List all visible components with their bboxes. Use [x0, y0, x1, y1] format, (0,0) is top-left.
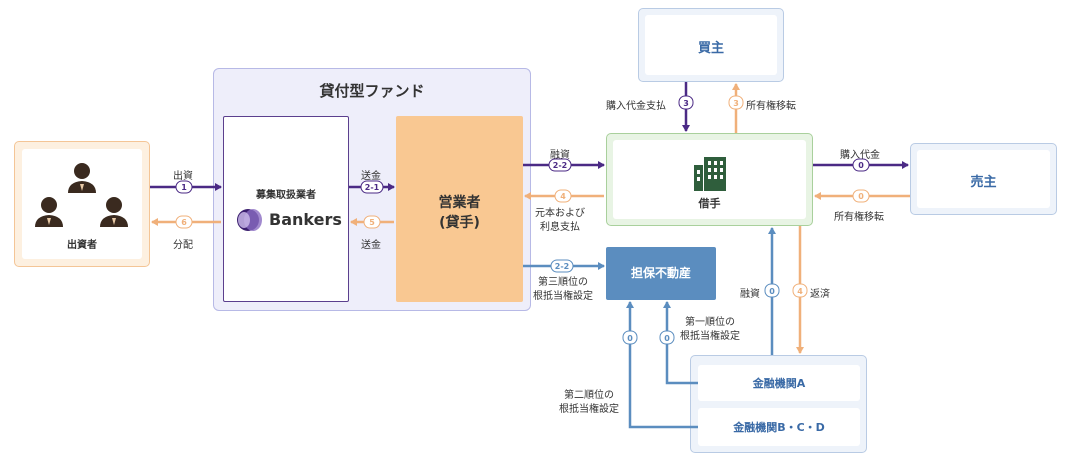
fund-title: 貸付型ファンド: [319, 82, 425, 100]
label-second-mortgage-line2: 根抵当権設定: [559, 404, 619, 415]
building-icon: [694, 157, 726, 191]
step-loan: 2-2: [553, 161, 567, 170]
step-distribute: 6: [181, 218, 187, 227]
operator-role: (貸手): [439, 215, 480, 231]
step-third-mortgage: 2-2: [555, 262, 569, 271]
bank-bcd-inner: [698, 408, 860, 446]
step-ownership-buyer: 3: [733, 99, 739, 108]
label-second-mortgage-line1: 第二順位の: [564, 390, 614, 401]
bank-a-label: 金融機関A: [752, 377, 806, 390]
step-bank-loan: 0: [769, 287, 775, 296]
borrower-label: 借手: [698, 197, 721, 210]
label-bank-loan: 融資: [740, 289, 760, 300]
operator-box: [396, 116, 523, 302]
label-third-mortgage-line1: 第三順位の: [538, 277, 588, 288]
label-repay-principal-line2: 利息支払: [540, 222, 580, 233]
label-send-money: 送金: [361, 171, 381, 182]
label-first-mortgage: 第一順位の 根抵当権設定: [675, 316, 745, 344]
investor-label: 出資者: [67, 240, 97, 251]
step-bank-repay: 4: [797, 287, 803, 296]
operator-label: 営業者 (貸手): [396, 193, 523, 233]
investor-people-icon: [35, 163, 128, 227]
bankers-logo: Bankers: [236, 208, 346, 232]
collateral-box: 担保不動産: [606, 247, 716, 300]
label-first-mortgage-line1: 第一順位の: [685, 317, 735, 328]
step-send-money: 2-1: [365, 183, 380, 192]
broker-box: [223, 116, 349, 302]
label-purchase-payment: 購入代金支払: [606, 101, 666, 112]
step-send-back: 5: [369, 218, 375, 227]
step-repay-principal: 4: [560, 192, 566, 201]
arrow-first-mortgage: [663, 301, 698, 385]
seller-label: 売主: [970, 175, 997, 190]
step-ownership-seller: 0: [858, 192, 864, 201]
label-loan: 融資: [550, 150, 570, 161]
label-second-mortgage: 第二順位の 根抵当権設定: [552, 389, 626, 417]
label-repay-principal-line1: 元本および: [535, 208, 585, 219]
seller-inner: [917, 150, 1050, 208]
broker-label: 募集取扱業者: [256, 190, 316, 201]
label-third-mortgage-line2: 根抵当権設定: [533, 291, 593, 302]
label-ownership-seller: 所有権移転: [834, 212, 884, 223]
label-repay-principal: 元本および 利息支払: [525, 207, 595, 235]
step-invest: 1: [181, 183, 187, 192]
step-second-mortgage: 0: [627, 334, 633, 343]
label-third-mortgage: 第三順位の 根抵当権設定: [525, 276, 601, 304]
label-ownership-buyer: 所有権移転: [746, 101, 796, 112]
label-invest: 出資: [173, 171, 193, 182]
buyer-label: 買主: [697, 41, 724, 56]
step-first-mortgage: 0: [664, 334, 670, 343]
operator-name: 営業者: [438, 195, 481, 211]
bank-bcd-label: 金融機関B・C・D: [733, 421, 825, 434]
label-purchase-price: 購入代金: [840, 150, 880, 161]
bank-a-inner: [698, 365, 860, 401]
label-first-mortgage-line2: 根抵当権設定: [680, 331, 740, 342]
label-send-back: 送金: [361, 240, 381, 251]
step-purchase-payment: 3: [683, 99, 689, 108]
bankers-logo-text: Bankers: [269, 210, 342, 229]
step-purchase-price: 0: [858, 161, 864, 170]
label-distribute: 分配: [173, 240, 193, 251]
buyer-inner: [645, 15, 777, 75]
bankers-logo-icon: [237, 209, 262, 231]
label-bank-repay: 返済: [810, 289, 830, 300]
